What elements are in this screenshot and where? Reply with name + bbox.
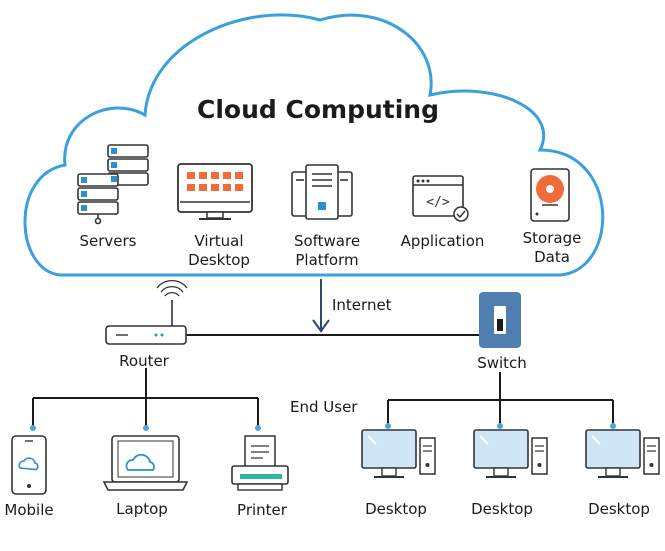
switch-device-tree <box>387 372 614 425</box>
switch-tree-nodes <box>385 423 616 429</box>
service-label-servers: Servers <box>68 232 148 251</box>
device-label-desktop: Desktop <box>588 500 650 518</box>
application-window-icon: </> <box>412 175 469 222</box>
router-device-tree <box>32 368 259 427</box>
cloud-title: Cloud Computing <box>197 95 439 124</box>
svg-text:</>: </> <box>426 195 450 210</box>
service-label-line2: Data <box>534 248 570 266</box>
switch-label: Switch <box>477 354 527 372</box>
service-label-software-platform: Software Platform <box>282 232 372 270</box>
virtual-desktop-icon <box>177 163 253 220</box>
service-label-line1: Software <box>293 232 361 250</box>
desktop-computer-icon <box>585 429 660 478</box>
device-label-mobile: Mobile <box>4 501 54 519</box>
software-platform-icon <box>291 164 353 220</box>
printer-icon <box>231 435 289 491</box>
end-user-label: End User <box>290 398 358 416</box>
service-label-line1: Application <box>400 232 485 250</box>
internet-label: Internet <box>332 296 392 314</box>
service-label-line2: Desktop <box>188 251 250 269</box>
service-label-application: Application <box>390 232 495 251</box>
device-label-printer: Printer <box>237 501 287 519</box>
router-label: Router <box>119 352 169 370</box>
desktop-computer-icon <box>361 429 436 478</box>
device-label-desktop: Desktop <box>365 500 427 518</box>
service-label-virtual-desktop: Virtual Desktop <box>174 232 264 270</box>
service-label-line1: Servers <box>79 232 137 250</box>
router-icon <box>105 280 188 345</box>
server-rack-icon <box>77 144 149 225</box>
device-label-laptop: Laptop <box>116 500 168 518</box>
router-tree-nodes <box>30 425 261 431</box>
device-label-desktop: Desktop <box>471 500 533 518</box>
storage-drive-icon <box>530 168 570 222</box>
service-label-line1: Storage <box>522 229 582 247</box>
mobile-phone-icon <box>11 435 47 495</box>
internet-arrow <box>312 279 330 333</box>
laptop-icon <box>102 435 189 491</box>
service-label-line1: Virtual <box>194 232 244 250</box>
switch-icon <box>479 292 521 348</box>
service-label-storage-data: Storage Data <box>510 229 594 267</box>
desktop-computer-icon <box>473 429 548 478</box>
service-label-line2: Platform <box>295 251 359 269</box>
